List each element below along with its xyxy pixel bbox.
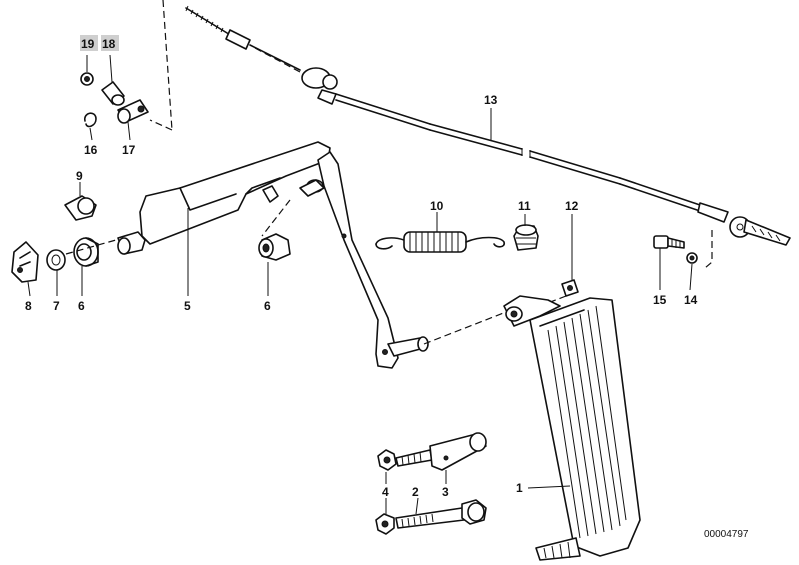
bushing-center [258,233,291,296]
callout-12: 12 [565,199,579,213]
callout-16: 16 [84,143,98,157]
callout-6-center: 6 [264,299,271,313]
bolt-group-bottom [375,432,487,535]
clip-nut [539,214,579,307]
callout-14: 14 [684,293,698,307]
bushing-group-left [11,182,117,297]
callout-10: 10 [430,199,444,213]
callout-19: 19 [81,37,95,51]
callout-8: 8 [25,299,32,313]
callout-labels: 19 18 16 17 9 8 7 6 5 6 10 11 12 13 15 1… [25,37,749,540]
callout-3: 3 [442,485,449,499]
return-spring [375,212,506,253]
callout-18: 18 [102,37,116,51]
callout-11: 11 [518,199,531,213]
callout-15: 15 [653,293,667,307]
clip-group-top-left [80,0,173,141]
callout-6-left: 6 [78,299,85,313]
drawing-number: 00004797 [704,529,749,540]
callout-1: 1 [516,481,523,495]
callout-2: 2 [412,485,419,499]
callout-7: 7 [53,299,60,313]
callout-4: 4 [382,485,389,499]
callout-17: 17 [122,143,136,157]
callout-9: 9 [76,169,83,183]
bolt-and-nut-right [653,235,698,291]
pedal-lever [117,141,507,369]
accelerator-pedal [503,295,641,561]
accelerator-cable [185,5,791,269]
callout-13: 13 [484,93,498,107]
callout-5: 5 [184,299,191,313]
rubber-buffer [513,214,539,251]
